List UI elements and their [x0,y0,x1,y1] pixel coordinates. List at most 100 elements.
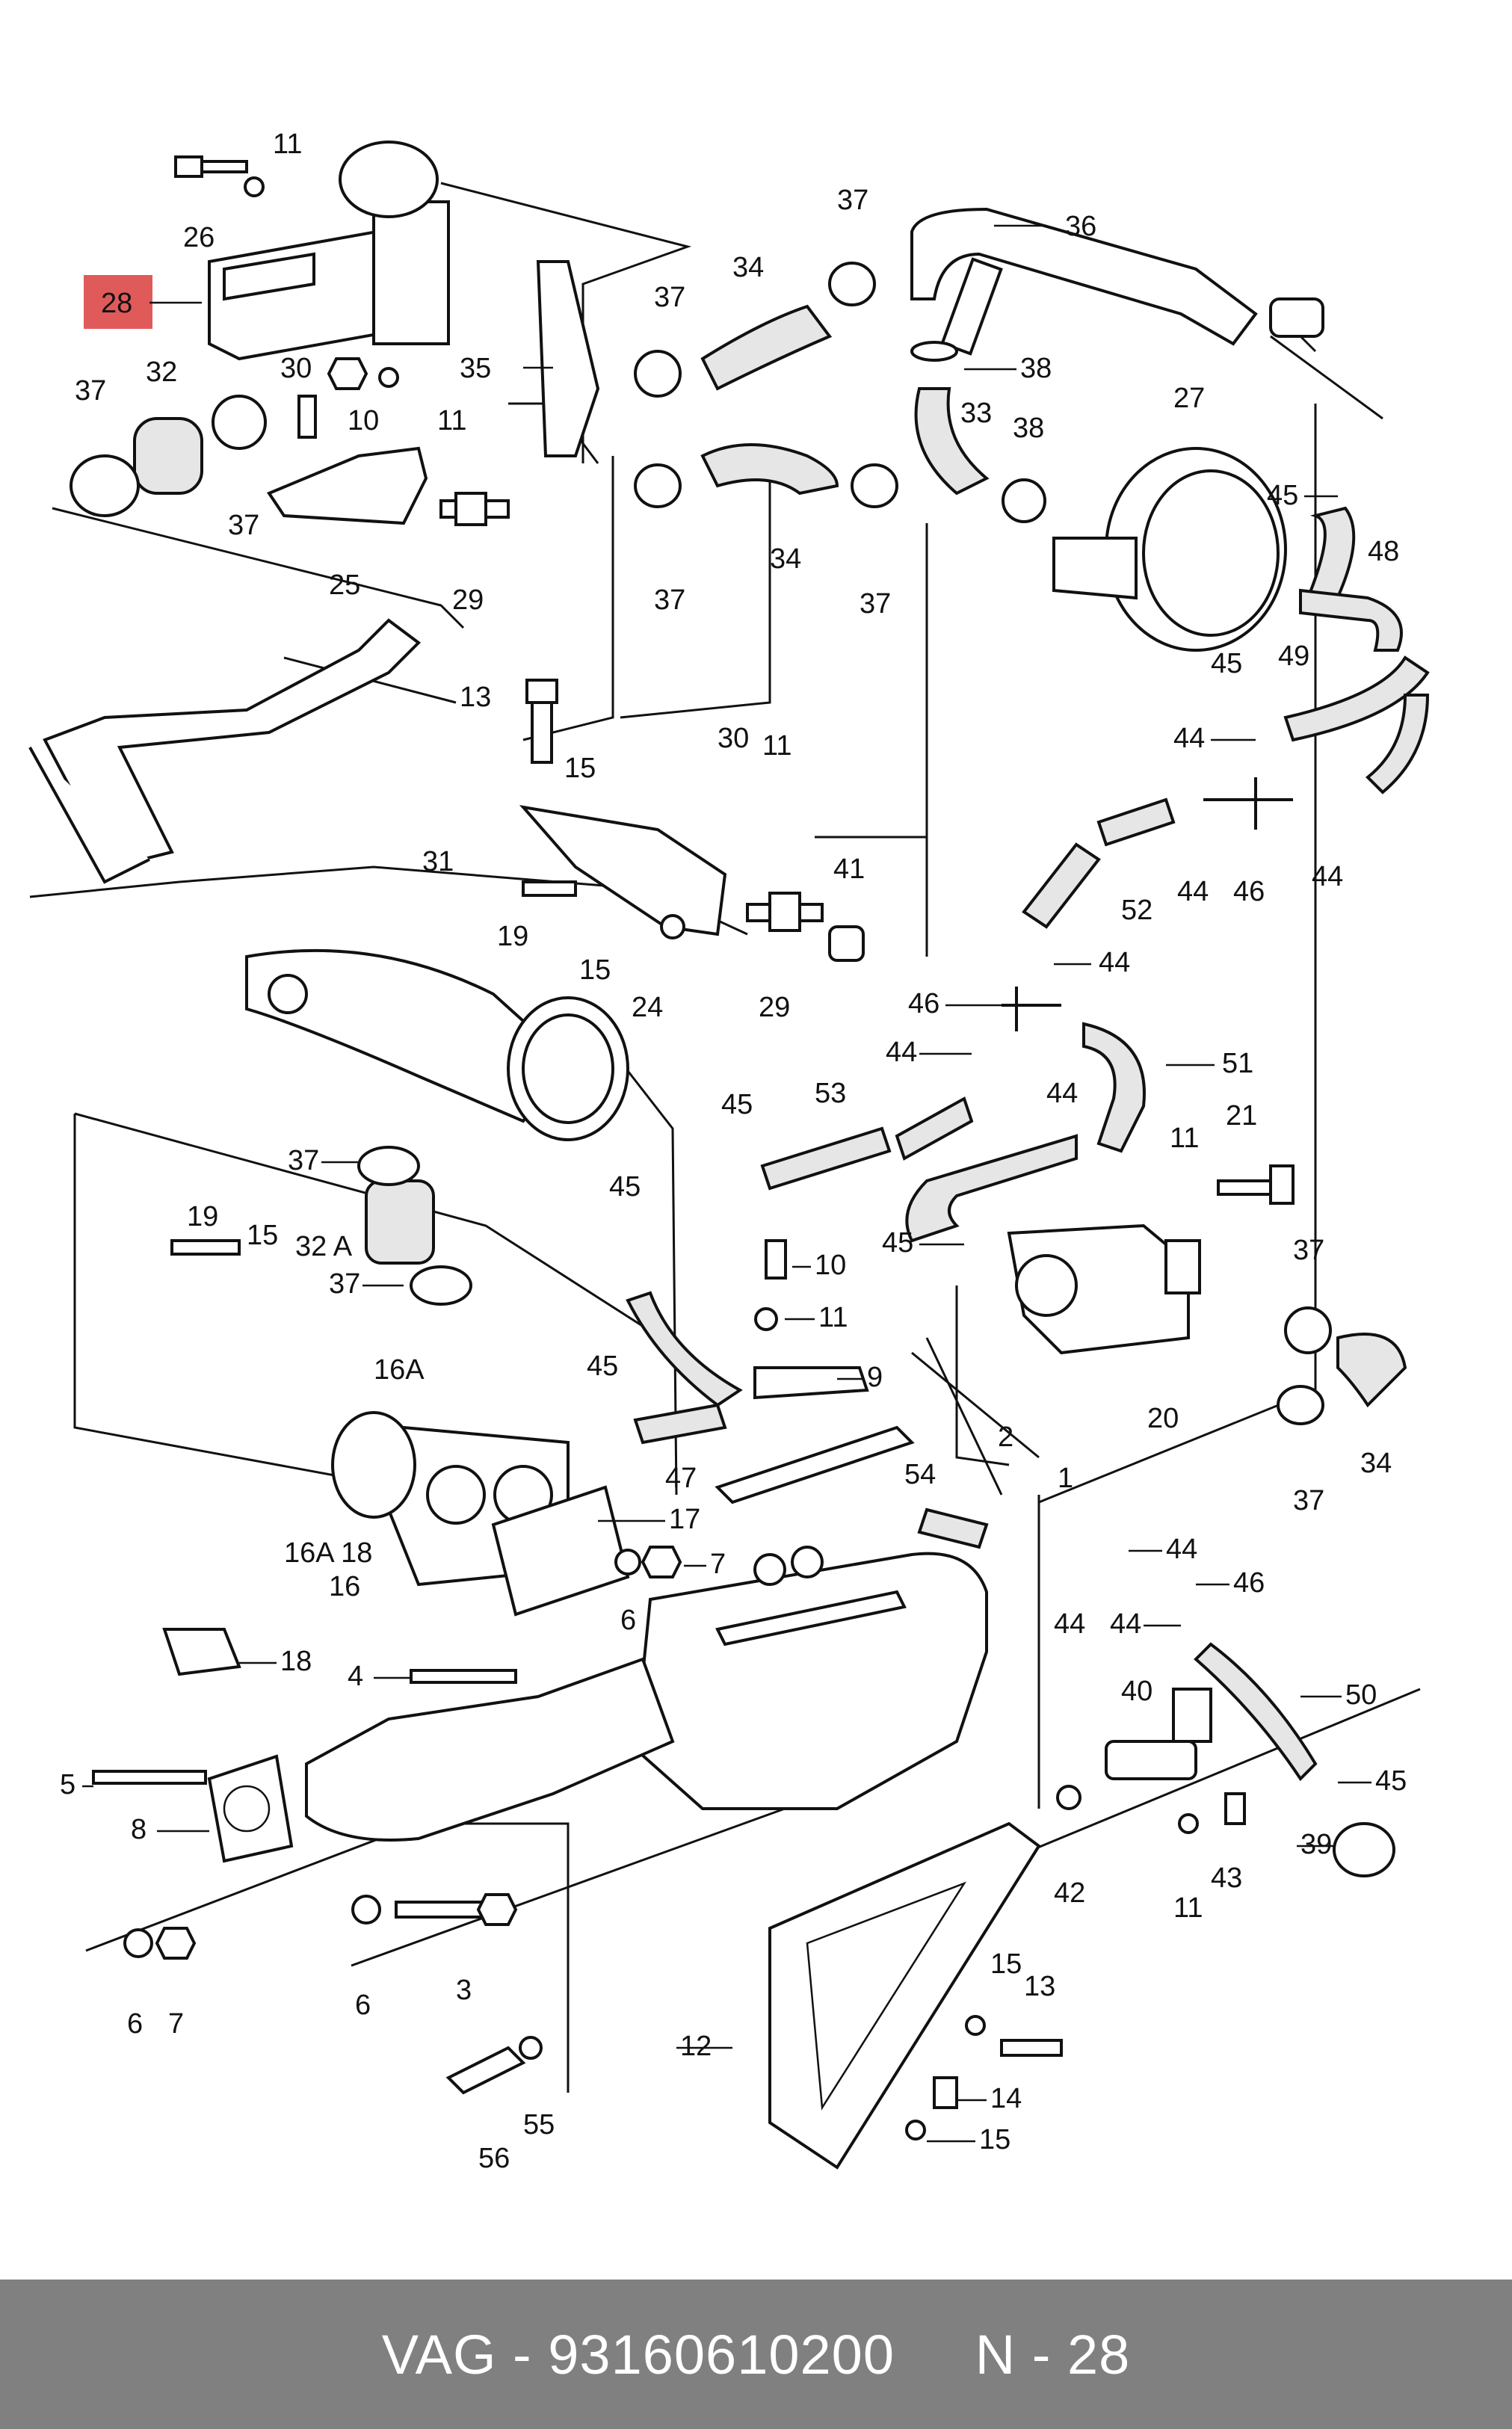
callout-54: 54 [904,1459,936,1490]
part-56-sensor [445,2046,526,2095]
callout-11: 11 [762,730,792,762]
callout-27: 27 [1173,383,1205,414]
callout-6: 6 [620,1605,636,1636]
callout-37: 37 [228,510,259,541]
callout-9: 9 [867,1362,883,1393]
part-39-filter [1333,1822,1395,1877]
callout-45: 45 [609,1171,641,1203]
callout-49: 49 [1278,641,1309,672]
part-11-washer [244,176,265,197]
callout-50: 50 [1345,1679,1377,1711]
callout-45: 45 [721,1089,753,1120]
callout-55: 55 [523,2109,555,2141]
callout-35: 35 [460,353,491,384]
callout-46: 46 [908,988,939,1019]
callout-38: 38 [1020,353,1052,384]
callout-37: 37 [75,375,106,407]
callout-44: 44 [1054,1608,1085,1640]
part-48-hose [1306,506,1356,615]
part-54-hose [917,1507,989,1549]
part-8-gasket [207,1754,294,1863]
part-29-stud [439,492,510,526]
callout-10: 10 [348,405,379,436]
part-34-hose-mid [700,443,839,496]
callout-52: 52 [1121,895,1152,926]
callout-14: 14 [990,2083,1022,2114]
part-31-pipe [43,618,422,869]
part-18-switch [162,1628,241,1676]
callout-37: 37 [654,584,685,616]
callout-7: 7 [168,2008,184,2040]
callout-24: 24 [632,992,663,1023]
callout-32: 32 [146,357,177,388]
part-52-hose [1022,842,1101,929]
callout-43: 43 [1211,1862,1242,1894]
callout-29: 29 [452,584,484,616]
callout-12: 12 [680,2031,712,2062]
callout-13: 13 [1024,1971,1055,2002]
callout-37: 37 [860,588,891,620]
callout-11: 11 [273,129,302,160]
callout-labels: 11 26 28 37 32 30 10 11 35 37 25 29 37 3… [60,129,1407,2174]
callout-28: 28 [101,288,132,319]
callout-45: 45 [587,1351,618,1382]
callout-44: 44 [1166,1534,1197,1565]
callout-40: 40 [1121,1676,1152,1707]
part-9-bracket [753,1366,869,1400]
part-32a-hose [365,1179,435,1265]
callout-15: 15 [979,2124,1010,2155]
callout-37: 37 [654,282,685,313]
callout-17: 17 [669,1504,700,1535]
part-2-strip [715,1425,915,1504]
callout-44: 44 [1173,723,1205,754]
callout-11: 11 [1173,1892,1203,1924]
part-40-valve [1105,1688,1212,1780]
callout-1: 1 [1058,1463,1073,1494]
part-12-shield [768,1821,1041,2170]
callout-44: 44 [1177,876,1209,907]
callout-32A: 32 A [295,1231,353,1262]
callout-51: 51 [1222,1048,1253,1079]
callout-3: 3 [456,1975,472,2006]
part-20-motor [1007,1223,1201,1355]
part-30-nut [327,357,368,390]
callout-42: 42 [1054,1877,1085,1909]
callout-29: 29 [759,992,790,1023]
callout-44: 44 [886,1037,917,1068]
exploded-parts-diagram: 11 26 28 37 32 30 10 11 35 37 25 29 37 3… [28,129,1430,2174]
callout-15: 15 [564,753,596,784]
part-53-hose [760,1126,892,1191]
part-25-bracket [266,446,428,525]
callout-56: 56 [478,2143,510,2174]
part-51-hose [1082,1022,1146,1153]
callout-37: 37 [329,1268,360,1300]
callout-ticks [82,224,1371,2143]
callout-34: 34 [732,252,764,283]
callout-16A-18: 16A 18 [284,1537,372,1569]
callout-44: 44 [1312,861,1343,892]
callout-47: 47 [665,1463,697,1494]
callout-53: 53 [815,1078,846,1109]
part-number-caption: VAG - 93160610200 N - 28 [381,2323,1131,2386]
callout-13: 13 [460,682,491,713]
callout-19: 19 [497,921,528,952]
callout-45: 45 [882,1227,913,1259]
callout-2: 2 [998,1422,1013,1453]
callout-8: 8 [131,1814,146,1845]
callout-16: 16 [329,1571,360,1602]
part-17-gasket [491,1485,630,1617]
callout-44: 44 [1046,1078,1078,1109]
callout-15: 15 [247,1220,278,1251]
part-13-bolt [525,679,558,764]
callout-45: 45 [1375,1765,1407,1797]
callout-48: 48 [1368,536,1399,567]
callout-6: 6 [127,2008,143,2040]
callout-11: 11 [1170,1123,1199,1154]
part-50-hose [1194,1642,1318,1782]
part-silencer [245,948,629,1141]
part-24-bracket [519,805,727,936]
callout-38: 38 [1013,413,1044,444]
part-1-intake-manifold [305,1546,988,1842]
callout-7: 7 [710,1549,726,1580]
callout-34: 34 [770,543,801,575]
